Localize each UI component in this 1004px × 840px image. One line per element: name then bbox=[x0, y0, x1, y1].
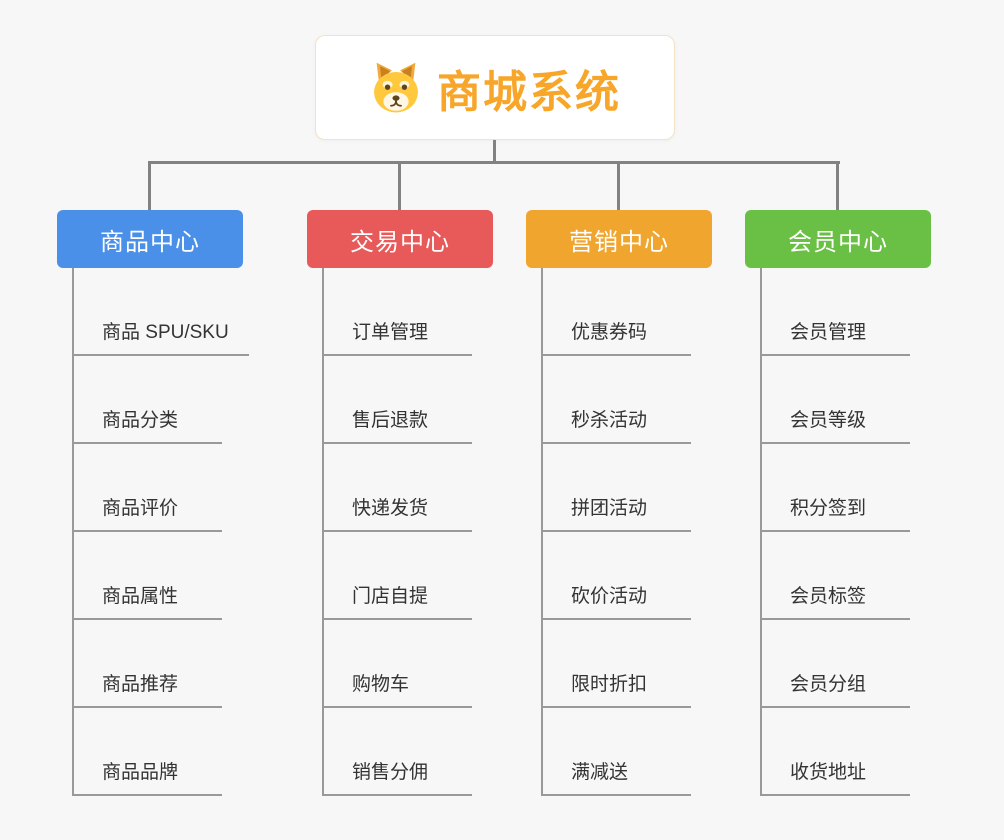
branch-leaves: 会员管理会员等级积分签到会员标签会员分组收货地址 bbox=[760, 268, 910, 796]
leaf-row: 拼团活动 bbox=[541, 444, 691, 532]
leaf-row: 商品品牌 bbox=[72, 708, 249, 796]
root-title: 商城系统 bbox=[437, 67, 621, 117]
leaf-node[interactable]: 门店自提 bbox=[322, 581, 472, 620]
leaf-node[interactable]: 满减送 bbox=[541, 757, 691, 796]
leaf-row: 会员分组 bbox=[760, 620, 910, 708]
branch-leaves: 商品 SPU/SKU 商品分类商品评价商品属性商品推荐商品品牌 bbox=[72, 268, 249, 796]
leaf-row: 商品推荐 bbox=[72, 620, 249, 708]
branch-2: 交易中心订单管理售后退款快递发货门店自提购物车销售分佣 bbox=[307, 161, 493, 796]
leaf-row: 会员等级 bbox=[760, 356, 910, 444]
leaf-node[interactable]: 订单管理 bbox=[322, 317, 472, 356]
leaf-node[interactable]: 会员标签 bbox=[760, 581, 910, 620]
branch-drop-connector bbox=[148, 161, 151, 210]
leaf-row: 订单管理 bbox=[322, 268, 472, 356]
leaf-node[interactable]: 销售分佣 bbox=[322, 757, 472, 796]
leaf-node[interactable]: 商品品牌 bbox=[72, 757, 222, 796]
leaf-node[interactable]: 秒杀活动 bbox=[541, 405, 691, 444]
branch-1: 商品中心商品 SPU/SKU 商品分类商品评价商品属性商品推荐商品品牌 bbox=[57, 161, 249, 796]
leaf-row: 优惠券码 bbox=[541, 268, 691, 356]
leaf-node[interactable]: 优惠券码 bbox=[541, 317, 691, 356]
leaf-row: 售后退款 bbox=[322, 356, 472, 444]
branch-vertical-line bbox=[322, 268, 324, 796]
leaf-row: 限时折扣 bbox=[541, 620, 691, 708]
leaf-node[interactable]: 收货地址 bbox=[760, 757, 910, 796]
branch-node-1[interactable]: 商品中心 bbox=[57, 210, 243, 268]
leaf-row: 购物车 bbox=[322, 620, 472, 708]
branch-vertical-line bbox=[541, 268, 543, 796]
leaf-row: 商品 SPU/SKU bbox=[72, 268, 249, 356]
leaf-node[interactable]: 会员管理 bbox=[760, 317, 910, 356]
leaf-row: 销售分佣 bbox=[322, 708, 472, 796]
branch-node-3[interactable]: 营销中心 bbox=[526, 210, 712, 268]
leaf-row: 商品评价 bbox=[72, 444, 249, 532]
leaf-row: 会员管理 bbox=[760, 268, 910, 356]
dog-icon bbox=[374, 62, 418, 112]
horizontal-rail-connector bbox=[149, 161, 840, 164]
branch-vertical-line bbox=[760, 268, 762, 796]
branch-leaves: 订单管理售后退款快递发货门店自提购物车销售分佣 bbox=[322, 268, 472, 796]
leaf-node[interactable]: 会员分组 bbox=[760, 669, 910, 708]
leaf-node[interactable]: 商品分类 bbox=[72, 405, 222, 444]
leaf-node[interactable]: 会员等级 bbox=[760, 405, 910, 444]
leaf-row: 快递发货 bbox=[322, 444, 472, 532]
leaf-node[interactable]: 快递发货 bbox=[322, 493, 472, 532]
leaf-node[interactable]: 砍价活动 bbox=[541, 581, 691, 620]
leaf-node[interactable]: 商品 SPU/SKU bbox=[72, 317, 249, 356]
leaf-row: 收货地址 bbox=[760, 708, 910, 796]
leaf-row: 满减送 bbox=[541, 708, 691, 796]
leaf-node[interactable]: 商品推荐 bbox=[72, 669, 222, 708]
leaf-node[interactable]: 售后退款 bbox=[322, 405, 472, 444]
leaf-row: 门店自提 bbox=[322, 532, 472, 620]
branch-3: 营销中心优惠券码秒杀活动拼团活动砍价活动限时折扣满减送 bbox=[526, 161, 712, 796]
leaf-row: 积分签到 bbox=[760, 444, 910, 532]
leaf-node[interactable]: 限时折扣 bbox=[541, 669, 691, 708]
leaf-row: 秒杀活动 bbox=[541, 356, 691, 444]
branch-drop-connector bbox=[398, 161, 401, 210]
branch-node-2[interactable]: 交易中心 bbox=[307, 210, 493, 268]
leaf-row: 砍价活动 bbox=[541, 532, 691, 620]
leaf-node[interactable]: 购物车 bbox=[322, 669, 472, 708]
root-node[interactable]: 商城系统 bbox=[315, 35, 675, 140]
branch-drop-connector bbox=[617, 161, 620, 210]
leaf-node[interactable]: 商品属性 bbox=[72, 581, 222, 620]
branch-vertical-line bbox=[72, 268, 74, 796]
leaf-node[interactable]: 拼团活动 bbox=[541, 493, 691, 532]
leaf-node[interactable]: 商品评价 bbox=[72, 493, 222, 532]
branch-node-4[interactable]: 会员中心 bbox=[745, 210, 931, 268]
leaf-row: 商品属性 bbox=[72, 532, 249, 620]
branch-leaves: 优惠券码秒杀活动拼团活动砍价活动限时折扣满减送 bbox=[541, 268, 691, 796]
branch-drop-connector bbox=[836, 161, 839, 210]
branch-4: 会员中心会员管理会员等级积分签到会员标签会员分组收货地址 bbox=[745, 161, 931, 796]
leaf-row: 商品分类 bbox=[72, 356, 249, 444]
leaf-row: 会员标签 bbox=[760, 532, 910, 620]
leaf-node[interactable]: 积分签到 bbox=[760, 493, 910, 532]
root-stem-connector bbox=[493, 140, 496, 164]
